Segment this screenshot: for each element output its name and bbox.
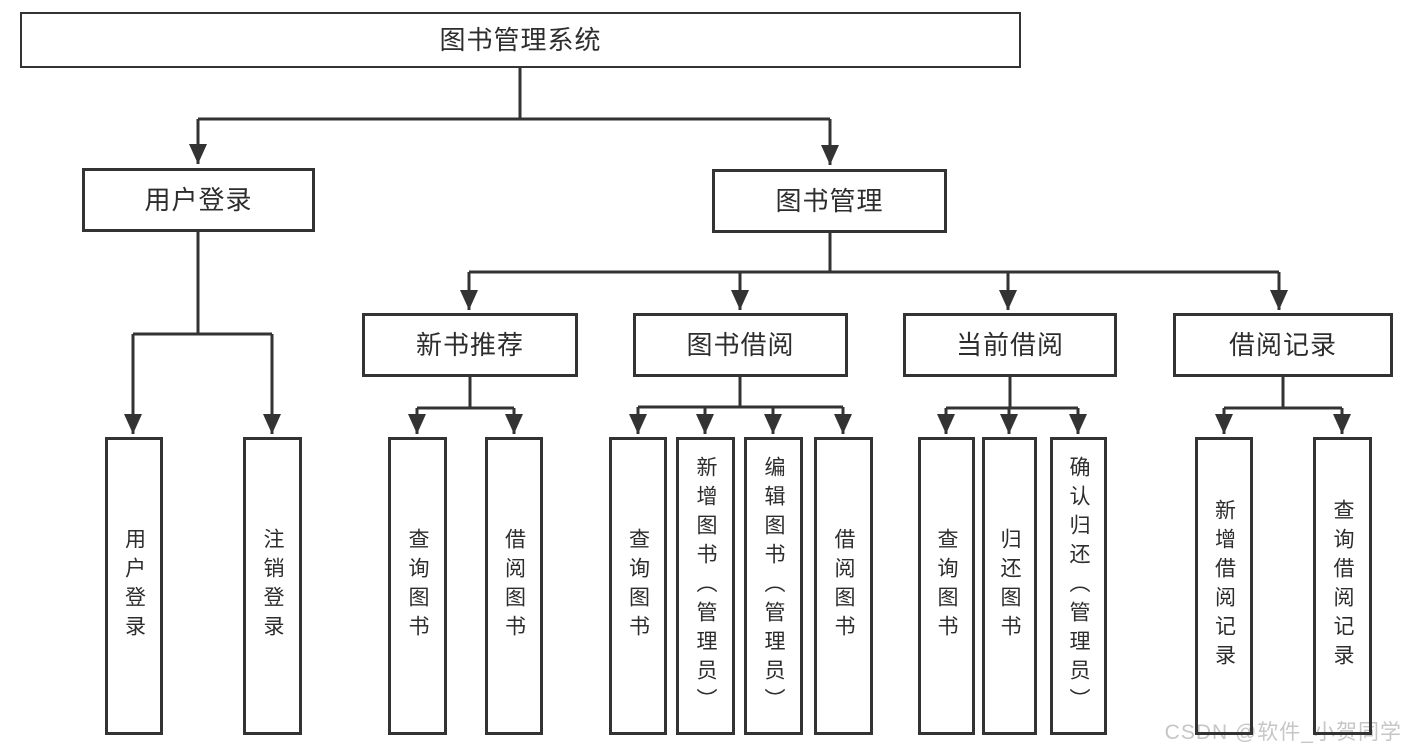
leaf-query-books-recommend: 查询图书: [388, 437, 447, 735]
leaf-query-books-current-label: 查询图书: [935, 528, 958, 644]
node-new-book-recommend-label: 新书推荐: [415, 330, 524, 360]
connector-group-borrow-records: [1215, 377, 1351, 434]
leaf-query-borrow-record: 查询借阅记录: [1313, 437, 1372, 735]
connector-group-root: [189, 68, 839, 165]
node-current-borrow: 当前借阅: [903, 313, 1117, 377]
node-borrow-records-label: 借阅记录: [1228, 330, 1337, 360]
node-current-borrow-label: 当前借阅: [955, 330, 1064, 360]
leaf-logout: 注销登录: [243, 437, 302, 735]
leaf-logout-label: 注销登录: [261, 528, 284, 644]
node-user-login-label: 用户登录: [144, 185, 253, 215]
leaf-query-borrow-record-label: 查询借阅记录: [1331, 499, 1354, 673]
leaf-return-books: 归还图书: [982, 437, 1037, 735]
connector-group-book-management: [460, 233, 1288, 310]
node-borrow-records: 借阅记录: [1173, 313, 1393, 377]
leaf-borrow-books-label: 借阅图书: [832, 528, 855, 644]
node-new-book-recommend: 新书推荐: [362, 313, 578, 377]
leaf-borrow-books-recommend-label: 借阅图书: [502, 528, 526, 644]
connector-group-book-borrow: [629, 377, 852, 434]
leaf-return-books-label: 归还图书: [998, 528, 1021, 644]
node-user-login: 用户登录: [82, 168, 315, 232]
leaf-borrow-books-recommend: 借阅图书: [485, 437, 543, 735]
leaf-confirm-return-admin: 确认归还（管理员）: [1050, 437, 1107, 735]
leaf-edit-books-admin: 编辑图书（管理员）: [744, 437, 803, 735]
node-book-borrow-label: 图书借阅: [686, 330, 795, 360]
connector-group-user-login: [124, 232, 281, 434]
node-root: 图书管理系统: [20, 12, 1021, 68]
leaf-user-login-label: 用户登录: [122, 528, 146, 644]
leaf-confirm-return-admin-label: 确认归还（管理员）: [1067, 455, 1090, 717]
node-root-label: 图书管理系统: [439, 25, 602, 55]
leaf-add-borrow-record: 新增借阅记录: [1195, 437, 1253, 735]
leaf-add-books-admin-label: 新增图书（管理员）: [694, 455, 717, 717]
leaf-add-borrow-record-label: 新增借阅记录: [1212, 499, 1236, 673]
leaf-add-books-admin: 新增图书（管理员）: [676, 437, 735, 735]
leaf-borrow-books: 借阅图书: [814, 437, 873, 735]
node-book-management: 图书管理: [712, 169, 947, 233]
node-book-management-label: 图书管理: [775, 186, 884, 216]
watermark-text: CSDN @软件_小贺同学: [1164, 721, 1402, 744]
connector-group-current-borrow: [937, 377, 1087, 434]
leaf-query-books-borrow-label: 查询图书: [626, 528, 650, 644]
node-book-borrow: 图书借阅: [633, 313, 848, 377]
leaf-query-books-borrow: 查询图书: [609, 437, 667, 735]
leaf-edit-books-admin-label: 编辑图书（管理员）: [762, 455, 785, 717]
connector-group-new-book-recommend: [408, 377, 523, 434]
leaf-query-books-current: 查询图书: [918, 437, 975, 735]
leaf-user-login: 用户登录: [105, 437, 163, 735]
leaf-query-books-recommend-label: 查询图书: [406, 528, 429, 644]
